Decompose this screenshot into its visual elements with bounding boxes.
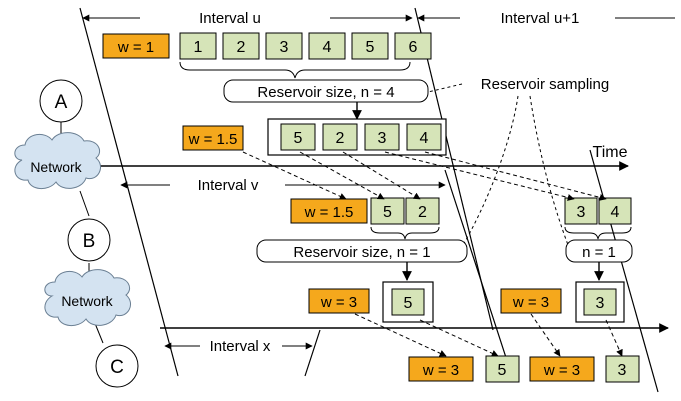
interval-u1-label: Interval u+1 [501, 10, 580, 27]
row3-item-label: 5 [383, 204, 392, 221]
network-cloud-bc: Network [44, 269, 131, 326]
brace-row1 [179, 61, 411, 79]
weight-box-w3-bottom-right [529, 356, 595, 382]
reservoir-box-n4 [223, 79, 429, 103]
weight-w1-label: w = 1 [117, 39, 154, 56]
row3-item-box [405, 197, 440, 225]
row2-item-label: 5 [294, 130, 303, 147]
reservoir-box-n1 [256, 239, 468, 263]
weight-box-w3-bottom-left [408, 356, 474, 382]
weight-w3-bottom-left-label: w = 3 [422, 362, 459, 379]
weight-box-w1-5-top [182, 125, 244, 151]
row2-item-label: 3 [378, 130, 387, 147]
row2-item-box [322, 123, 358, 151]
network-cloud-ab: Network [14, 132, 101, 189]
item-row5-right [605, 355, 640, 383]
row2-item-box [280, 123, 316, 151]
reservoir-n4-label: Reservoir size, n = 4 [257, 84, 394, 101]
row3-right-item-box [598, 197, 632, 225]
brace-row3 [370, 226, 440, 240]
row2-item-box [364, 123, 400, 151]
boundary-u1-end [589, 149, 659, 393]
item-row4-right-label: 3 [596, 295, 605, 312]
node-c-label: C [110, 357, 124, 378]
row3-right-item-label: 4 [611, 204, 620, 221]
node-c: C [95, 344, 139, 388]
row3-right-item-label: 3 [577, 204, 586, 221]
row3-item-box [370, 197, 405, 225]
node-b: B [67, 218, 111, 262]
boundary-v-end [444, 169, 513, 377]
row1-item-label: 5 [366, 39, 375, 56]
brace-row3-right [564, 226, 632, 240]
transfer-arrows [242, 151, 623, 357]
row1-item-box [179, 32, 217, 60]
weight-box-w1 [102, 33, 170, 59]
row1-item-box [222, 32, 260, 60]
item-row4-left-label: 5 [404, 295, 413, 312]
item-row5-left [485, 355, 520, 383]
item-row4-right [583, 288, 617, 316]
reservoir-sampling-label: Reservoir sampling [481, 76, 609, 93]
interval-spans [82, 14, 675, 350]
network-ab-label: Network [30, 159, 82, 175]
interval-boundaries [79, 7, 659, 393]
node-a: A [39, 79, 83, 123]
row2-item-box [406, 123, 442, 151]
item-row-interval-u: 1 2 3 4 5 6 [179, 32, 432, 60]
row1-item-box [351, 32, 389, 60]
weight-w3-right-label: w = 3 [512, 294, 549, 311]
row1-item-label: 6 [409, 39, 418, 56]
node-a-label: A [55, 92, 68, 113]
reservoir-n1-label: Reservoir size, n = 1 [293, 244, 430, 261]
row1-item-box [265, 32, 303, 60]
row2-item-label: 4 [420, 130, 429, 147]
row1-item-box [308, 32, 346, 60]
row1-item-label: 2 [237, 39, 246, 56]
time-label: Time [593, 144, 628, 161]
boundary-x-end [304, 329, 321, 377]
weight-box-w1-5-mid [290, 198, 368, 224]
weight-w3-bottom-right-label: w = 3 [543, 362, 580, 379]
row1-item-box [394, 32, 432, 60]
weight-box-w3-right [500, 288, 562, 314]
row1-item-label: 4 [323, 39, 332, 56]
row2-item-label: 2 [336, 130, 345, 147]
interval-v-label: Interval v [198, 177, 259, 194]
item-row-reservoir-n4: 5 2 3 4 [280, 123, 442, 151]
reservoir-n1-short-label: n = 1 [582, 244, 616, 261]
interval-x-label: Interval x [210, 338, 271, 355]
weight-w3-left-label: w = 3 [320, 294, 357, 311]
network-bc-label: Network [61, 293, 113, 309]
row1-item-label: 1 [194, 39, 203, 56]
item-row5-right-label: 3 [618, 362, 627, 379]
item-row4-left [391, 288, 425, 316]
weight-box-w3-left [308, 288, 370, 314]
item-row5-left-label: 5 [498, 362, 507, 379]
weight-w1-5-mid-label: w = 1.5 [304, 204, 354, 221]
row1-item-label: 3 [280, 39, 289, 56]
node-b-label: B [83, 231, 96, 252]
interval-u-label: Interval u [199, 10, 261, 27]
row3-right-item-box [564, 197, 598, 225]
weight-w1-5-top-label: w = 1.5 [188, 131, 238, 148]
row3-item-label: 2 [418, 204, 427, 221]
boundary-u-start [79, 7, 179, 377]
reservoir-sampling-callouts [427, 83, 569, 259]
